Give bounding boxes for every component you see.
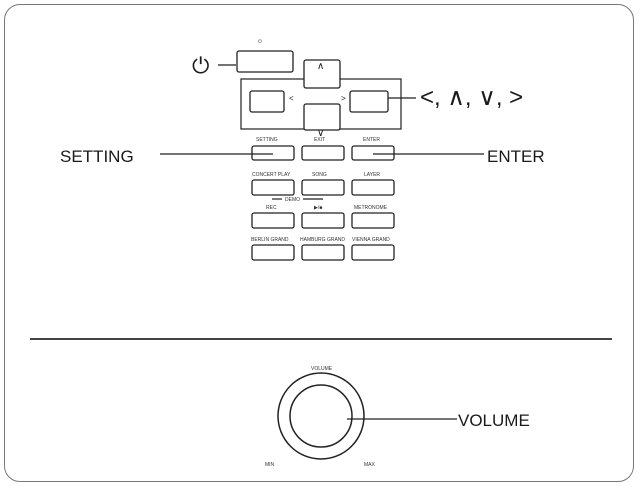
dpad-right-button[interactable] <box>349 90 389 113</box>
exit-button-label: EXIT <box>314 137 325 143</box>
power-symbol-label: ⏻ <box>192 53 209 78</box>
metronome-button-label: METRONOME <box>354 205 388 211</box>
grand3-button-label: VIENNA GRAND <box>352 237 390 243</box>
layer-button[interactable] <box>351 179 395 196</box>
dpad-up-label: ∧ <box>317 61 324 72</box>
concert-play-button[interactable] <box>251 179 295 196</box>
volume-knob[interactable] <box>289 384 353 448</box>
dpad-down-label: ∨ <box>317 128 324 139</box>
song-button-label: SONG <box>312 172 327 178</box>
metronome-button[interactable] <box>351 212 395 229</box>
dpad-right-label: > <box>341 94 346 103</box>
grand2-button[interactable] <box>301 244 345 261</box>
power-button-label: ⏻ <box>258 39 262 45</box>
demo-label: DEMO <box>285 197 300 203</box>
play-stop-button[interactable] <box>301 212 345 229</box>
knob-max-label: MAX <box>364 462 376 468</box>
enter-callout-label: ENTER <box>487 147 545 166</box>
dpad-down-button[interactable] <box>303 103 341 131</box>
rec-button-label: REC <box>266 205 277 211</box>
grand3-button[interactable] <box>351 244 395 261</box>
rec-button[interactable] <box>251 212 295 229</box>
knob-top-label: VOLUME <box>311 366 333 372</box>
setting-callout-label: SETTING <box>60 147 134 166</box>
grand1-button[interactable] <box>251 244 295 261</box>
setting-button[interactable] <box>251 145 295 161</box>
song-button[interactable] <box>301 179 345 196</box>
dpad-left-button[interactable] <box>249 90 285 113</box>
volume-callout-label: VOLUME <box>458 411 530 430</box>
enter-button-label: ENTER <box>363 137 380 143</box>
layer-button-label: LAYER <box>364 172 380 178</box>
setting-button-label: SETTING <box>256 137 278 143</box>
dpad-left-label: < <box>289 94 294 103</box>
dpad-up-button[interactable] <box>303 59 341 89</box>
arrows-callout-label: <, ∧, ∨, > <box>420 84 523 111</box>
power-button[interactable] <box>236 50 294 73</box>
grand1-button-label: BERLIN GRAND <box>251 237 289 243</box>
exit-button[interactable] <box>301 145 345 161</box>
concert-play-button-label: CONCERT PLAY <box>252 172 291 178</box>
play-stop-button-label: ▶/■ <box>314 205 322 211</box>
enter-button[interactable] <box>351 145 395 161</box>
knob-min-label: MIN <box>265 462 275 468</box>
grand2-button-label: HAMBURG GRAND <box>300 237 345 243</box>
